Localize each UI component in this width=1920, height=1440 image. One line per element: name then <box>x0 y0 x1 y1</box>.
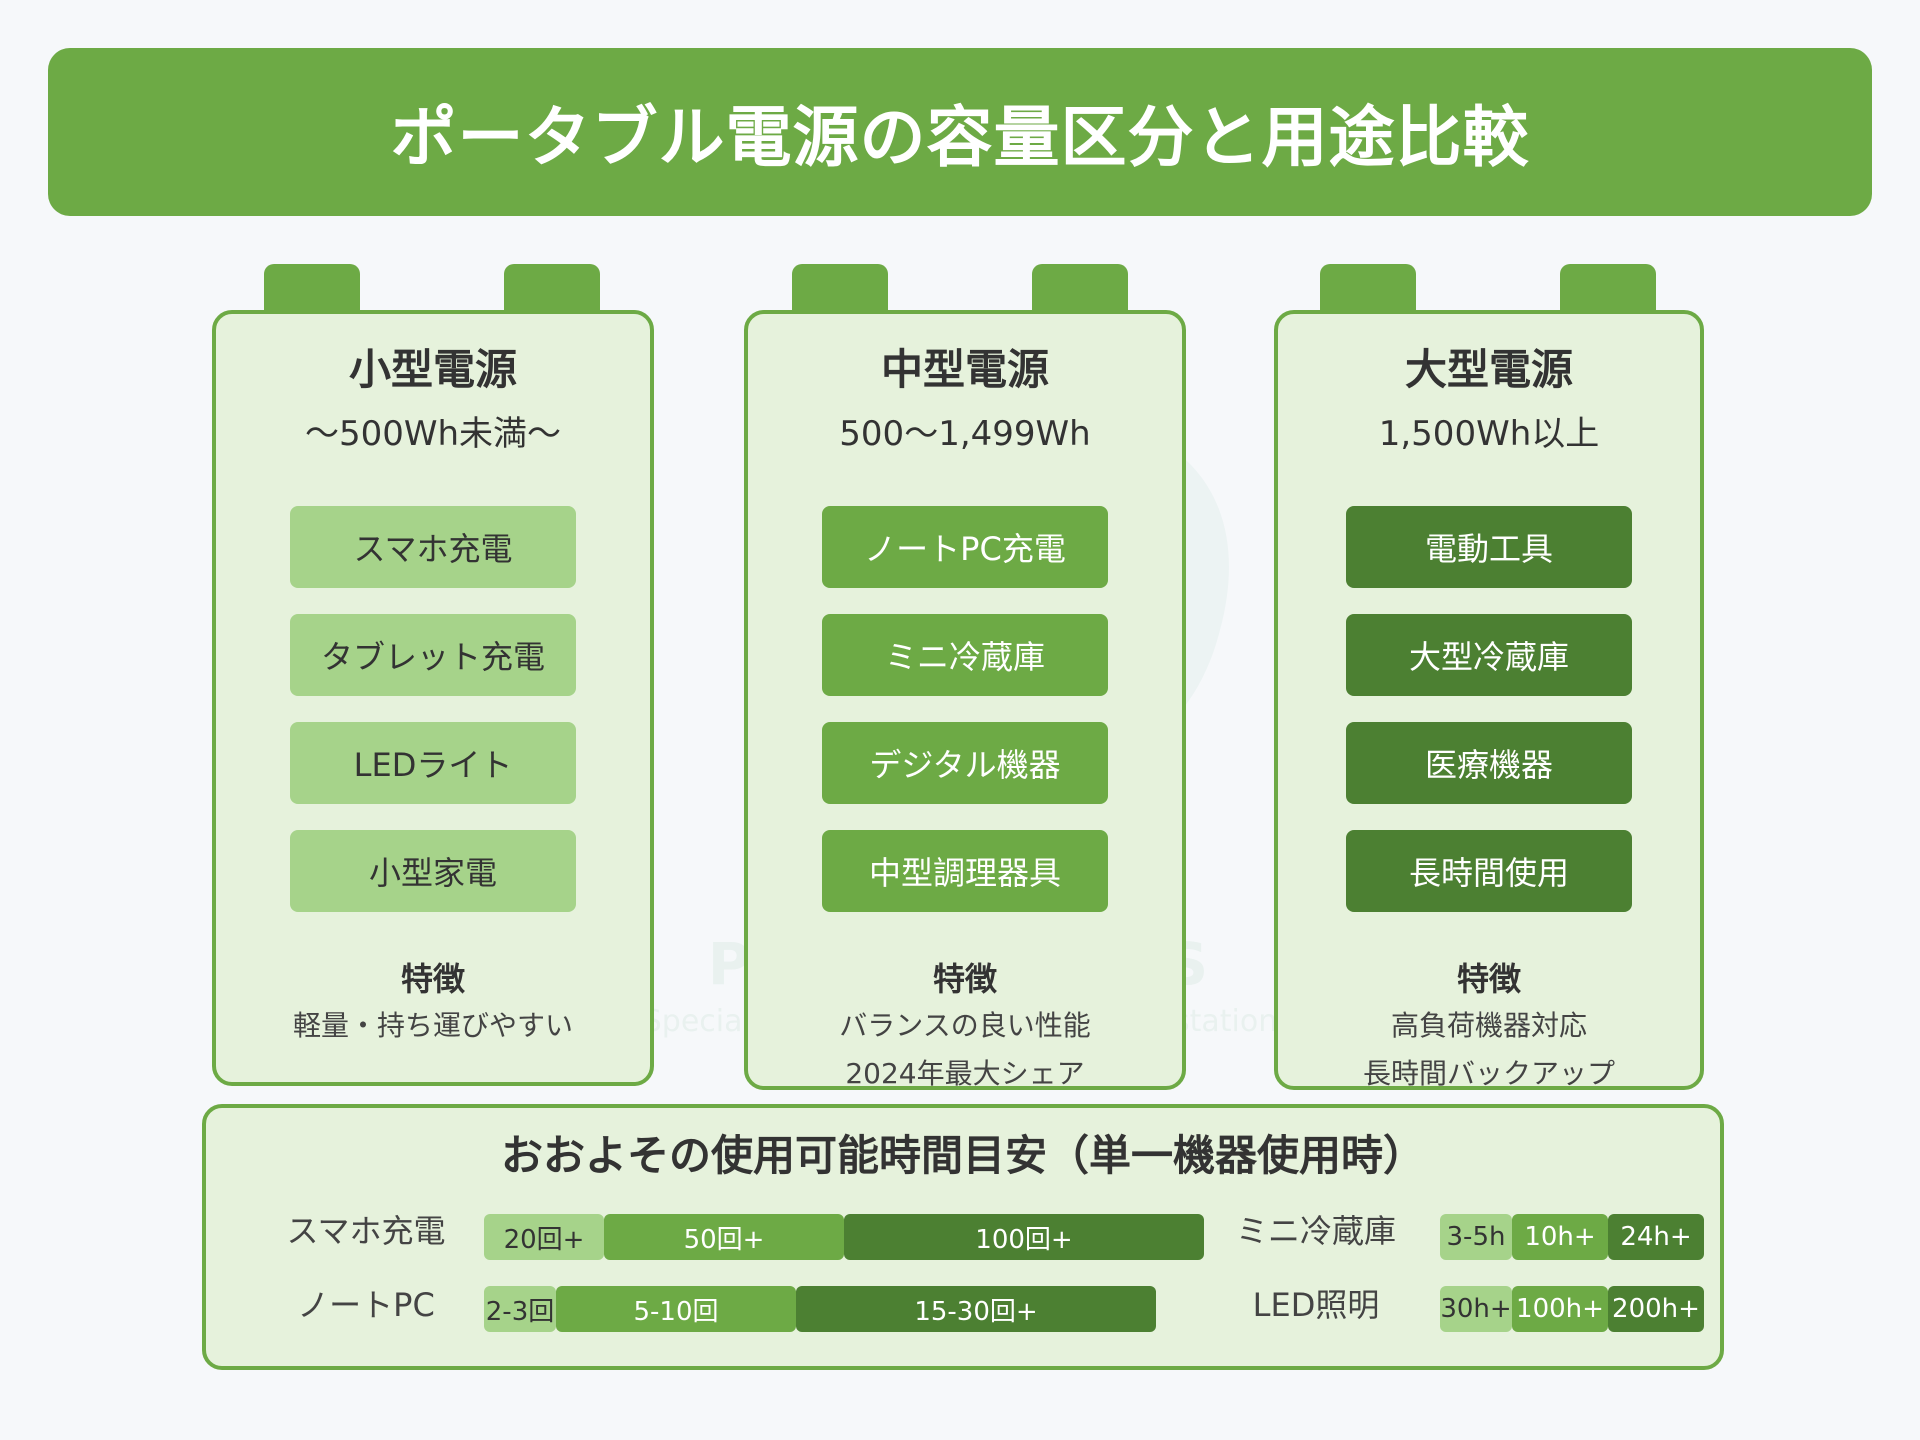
use-item: LEDライト <box>290 722 576 804</box>
runtime-segment-large: 24h+ <box>1608 1214 1704 1260</box>
battery-body: 小型電源 ～500Wh未満～ スマホ充電 タブレット充電 LEDライト 小型家電… <box>212 310 654 1086</box>
battery-terminal <box>1032 264 1128 312</box>
runtime-title: おおよその使用可能時間目安（単一機器使用時） <box>500 1131 1425 1180</box>
battery-terminal <box>792 264 888 312</box>
capacity-range: 500～1,499Wh <box>839 414 1091 454</box>
capacity-range: 1,500Wh以上 <box>1378 414 1600 454</box>
use-item: タブレット充電 <box>290 614 576 696</box>
battery-terminal <box>1320 264 1416 312</box>
use-item: スマホ充電 <box>290 506 576 588</box>
battery-terminal <box>1560 264 1656 312</box>
use-item: 長時間使用 <box>1346 830 1632 912</box>
battery-terminal <box>264 264 360 312</box>
battery-body: 大型電源 1,500Wh以上 電動工具 大型冷蔵庫 医療機器 長時間使用 特徴 … <box>1274 310 1704 1090</box>
feature-line: 2024年最大シェア <box>845 1057 1085 1090</box>
runtime-segment-large: 100回+ <box>844 1214 1204 1260</box>
runtime-segment-medium: 5-10回 <box>556 1286 796 1332</box>
battery-terminal <box>504 264 600 312</box>
use-item: 大型冷蔵庫 <box>1346 614 1632 696</box>
capacity-range: ～500Wh未満～ <box>304 414 562 454</box>
runtime-label: ノートPC <box>297 1286 435 1324</box>
features-heading: 特徴 <box>1456 960 1521 998</box>
runtime-panel: おおよその使用可能時間目安（単一機器使用時） スマホ充電 20回+ 50回+ 1… <box>202 1104 1724 1370</box>
use-item: 小型家電 <box>290 830 576 912</box>
use-item: デジタル機器 <box>822 722 1108 804</box>
runtime-segment-small: 30h+ <box>1440 1286 1512 1332</box>
runtime-label: LED照明 <box>1252 1286 1380 1324</box>
battery-small: 小型電源 ～500Wh未満～ スマホ充電 タブレット充電 LEDライト 小型家電… <box>212 264 654 1086</box>
runtime-segment-large: 15-30回+ <box>796 1286 1156 1332</box>
runtime-label: ミニ冷蔵庫 <box>1235 1212 1396 1250</box>
page-title: ポータブル電源の容量区分と用途比較 <box>48 48 1872 216</box>
runtime-segment-small: 3-5h <box>1440 1214 1512 1260</box>
use-item: 電動工具 <box>1346 506 1632 588</box>
battery-medium: 中型電源 500～1,499Wh ノートPC充電 ミニ冷蔵庫 デジタル機器 中型… <box>744 264 1186 1090</box>
capacity-name: 大型電源 <box>1404 345 1573 394</box>
use-item: 中型調理器具 <box>822 830 1108 912</box>
runtime-segment-medium: 10h+ <box>1512 1214 1608 1260</box>
feature-line: 長時間バックアップ <box>1362 1057 1615 1090</box>
runtime-segment-small: 2-3回 <box>484 1286 556 1332</box>
runtime-segment-small: 20回+ <box>484 1214 604 1260</box>
runtime-segment-medium: 50回+ <box>604 1214 844 1260</box>
runtime-label: スマホ充電 <box>286 1212 446 1250</box>
feature-line: バランスの良い性能 <box>839 1009 1091 1042</box>
runtime-segment-large: 200h+ <box>1608 1286 1704 1332</box>
use-item: ミニ冷蔵庫 <box>822 614 1108 696</box>
features-heading: 特徴 <box>400 960 465 998</box>
feature-line: 軽量・持ち運びやすい <box>292 1009 573 1042</box>
feature-line: 高負荷機器対応 <box>1390 1009 1587 1042</box>
capacity-name: 中型電源 <box>880 345 1049 394</box>
features-heading: 特徴 <box>932 960 997 998</box>
use-item: ノートPC充電 <box>822 506 1108 588</box>
runtime-segment-medium: 100h+ <box>1512 1286 1608 1332</box>
capacity-name: 小型電源 <box>348 345 517 394</box>
use-item: 医療機器 <box>1346 722 1632 804</box>
battery-large: 大型電源 1,500Wh以上 電動工具 大型冷蔵庫 医療機器 長時間使用 特徴 … <box>1274 264 1704 1090</box>
battery-body: 中型電源 500～1,499Wh ノートPC充電 ミニ冷蔵庫 デジタル機器 中型… <box>744 310 1186 1090</box>
